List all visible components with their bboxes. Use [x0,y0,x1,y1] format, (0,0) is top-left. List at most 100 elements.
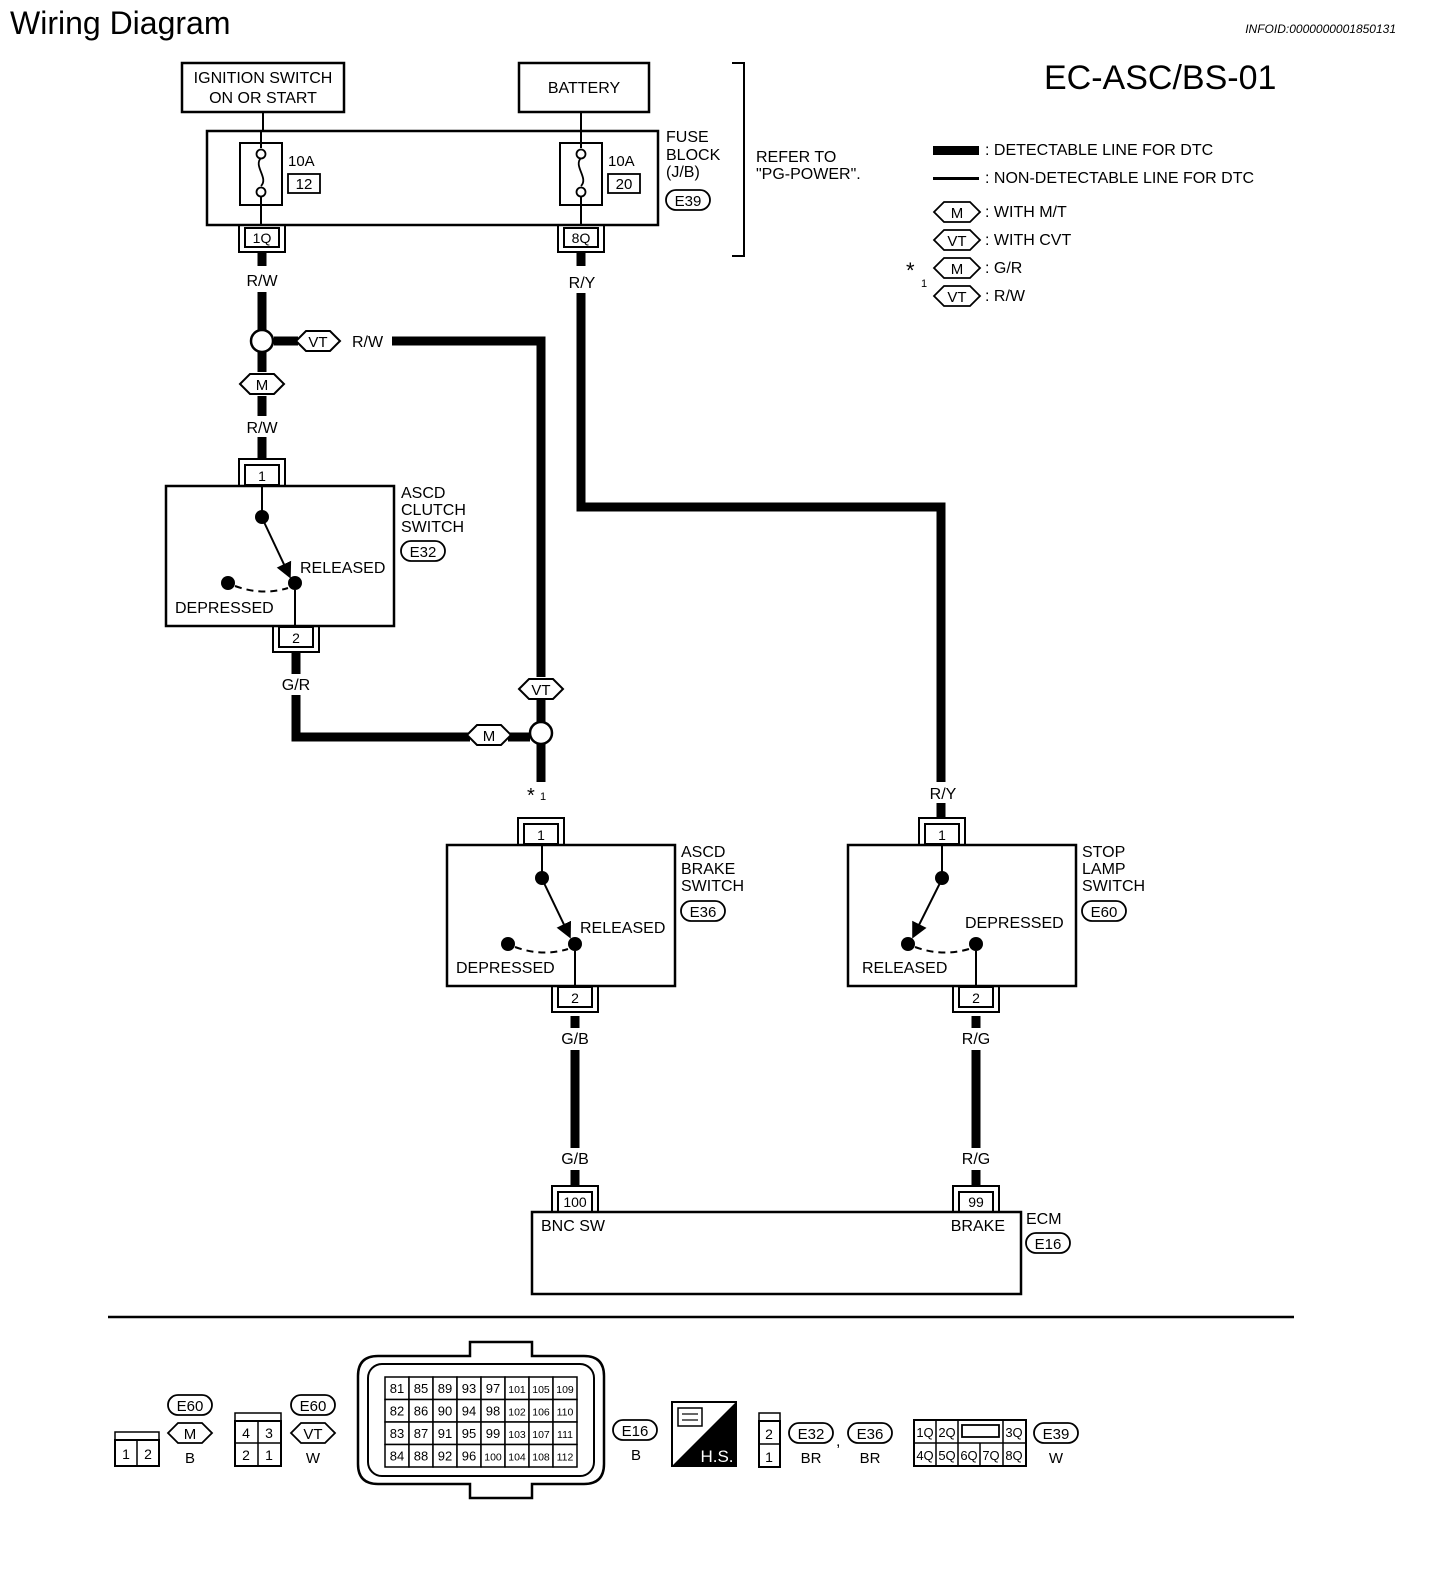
svg-text:1: 1 [537,827,545,843]
fuse-block-connector-tag: E39 [665,189,711,211]
connector-e32-e36: 2 1 E32 BR , E36 BR [758,1412,893,1468]
svg-text:"PG-POWER".: "PG-POWER". [756,166,861,183]
svg-text:CLUTCH: CLUTCH [401,502,466,519]
e16-pin-number: 112 [557,1452,574,1464]
e16-pin-number: 94 [462,1404,476,1419]
svg-text:B: B [631,1447,641,1464]
svg-text:10A: 10A [288,153,315,170]
svg-text:VT: VT [308,334,327,351]
svg-text:1: 1 [765,1449,773,1465]
ignition-switch-box: IGNITION SWITCH ON OR START [180,61,346,114]
svg-text:E60: E60 [300,1398,327,1415]
wire-label-rw-top: R/W [246,273,278,290]
wire-label-gb-bottom: G/B [561,1151,589,1168]
wires [257,253,981,1186]
svg-text:W: W [306,1450,321,1467]
svg-text:12: 12 [296,176,313,193]
svg-text:VT: VT [303,1426,322,1443]
stop-lamp-name: STOP [1082,844,1125,861]
svg-text:*: * [906,258,915,283]
e16-pin-number: 107 [532,1429,550,1441]
svg-text:DEPRESSED: DEPRESSED [175,600,274,617]
svg-text:BRAKE: BRAKE [681,861,735,878]
svg-text:BNC SW: BNC SW [541,1218,606,1235]
svg-text:M: M [483,728,496,745]
svg-text:100: 100 [563,1194,587,1210]
svg-text:M: M [951,261,964,278]
e16-pin-number: 83 [390,1426,404,1441]
svg-text:: WITH M/T: : WITH M/T [985,204,1067,221]
wire-label-ry-top: R/Y [569,275,596,292]
svg-text:RELEASED: RELEASED [300,560,385,577]
e16-pin-number: 100 [484,1452,502,1464]
svg-text:DEPRESSED: DEPRESSED [456,960,555,977]
ecm: 100 99 BNC SW BRAKE [530,1185,1023,1296]
refer-note: REFER TO [756,149,836,166]
svg-text:5Q: 5Q [938,1448,955,1463]
e16-pin-number: 81 [390,1381,404,1396]
svg-text:(J/B): (J/B) [666,164,700,181]
e16-pin-number: 90 [438,1404,452,1419]
hs-icon: H.S. [671,1401,737,1467]
splice-top [249,328,275,354]
svg-text:E36: E36 [857,1426,884,1443]
ascd-clutch-switch: 1 RELEASED DEPRESSED 2 [164,458,396,653]
e16-pin-number: 95 [462,1426,476,1441]
e16-pin-number: 106 [532,1407,550,1419]
e16-pin-number: 97 [486,1381,500,1396]
svg-text:VT: VT [947,289,966,306]
stop-lamp-switch: 1 DEPRESSED RELEASED 2 [846,817,1078,1013]
e16-pin-number: 108 [532,1452,550,1464]
svg-text:7Q: 7Q [982,1448,999,1463]
svg-text:8Q: 8Q [1005,1448,1022,1463]
svg-text:10A: 10A [608,153,635,170]
e16-pin-number: 96 [462,1449,476,1464]
e16-pin-number: 99 [486,1426,500,1441]
svg-text:3: 3 [265,1425,273,1441]
svg-text:2Q: 2Q [938,1425,955,1440]
svg-text:E32: E32 [798,1426,825,1443]
svg-text:4: 4 [242,1425,250,1441]
svg-text:: R/W: : R/W [985,288,1026,305]
svg-text:ON OR START: ON OR START [209,90,317,107]
svg-text:W: W [1049,1450,1064,1467]
e16-pin-number: 92 [438,1449,452,1464]
svg-text:VT: VT [531,682,550,699]
svg-text:: DETECTABLE LINE FOR DTC: : DETECTABLE LINE FOR DTC [985,142,1213,159]
svg-text:E36: E36 [690,904,717,921]
wire-label-rg-bottom: R/G [962,1151,990,1168]
e16-pin-number: 111 [557,1429,573,1441]
svg-text:RELEASED: RELEASED [862,960,947,977]
wire-label-rw-clutch: R/W [246,420,278,437]
svg-text:2: 2 [972,990,980,1006]
legend-vt-tag: VT [932,229,982,251]
svg-text:SWITCH: SWITCH [681,878,744,895]
svg-text:1: 1 [122,1446,130,1462]
e16-pin-number: 89 [438,1381,452,1396]
e16-pin-number: 98 [486,1404,500,1419]
vt-tag-mid: VT [517,678,565,700]
e16-pin-number: 102 [508,1407,526,1419]
terminal-1q: 1Q [238,226,286,253]
svg-text:IGNITION SWITCH: IGNITION SWITCH [194,70,333,87]
svg-text:6Q: 6Q [960,1448,977,1463]
svg-text:1: 1 [921,278,927,290]
legend-m-tag: M [932,201,982,223]
svg-text:BRAKE: BRAKE [951,1218,1005,1235]
legend: : DETECTABLE LINE FOR DTC : NON-DETECTAB… [906,142,1254,307]
e16-pin-number: 88 [414,1449,428,1464]
e16-pin-number: 104 [508,1452,526,1464]
svg-text:E39: E39 [675,193,702,210]
brake-switch-connector-tag: E36 [680,900,726,922]
svg-text:1: 1 [938,827,946,843]
svg-text:1: 1 [258,468,266,484]
svg-text:: WITH CVT: : WITH CVT [985,232,1071,249]
svg-text:99: 99 [968,1194,984,1210]
e16-pin-number: 85 [414,1381,428,1396]
wire-label-gr: G/R [282,677,310,694]
m-tag-top: M [238,373,286,395]
svg-text:4Q: 4Q [916,1448,933,1463]
connector-e39: 1Q 2Q 3Q 4Q 5Q 6Q 7Q 8Q E39 W [913,1419,1079,1467]
